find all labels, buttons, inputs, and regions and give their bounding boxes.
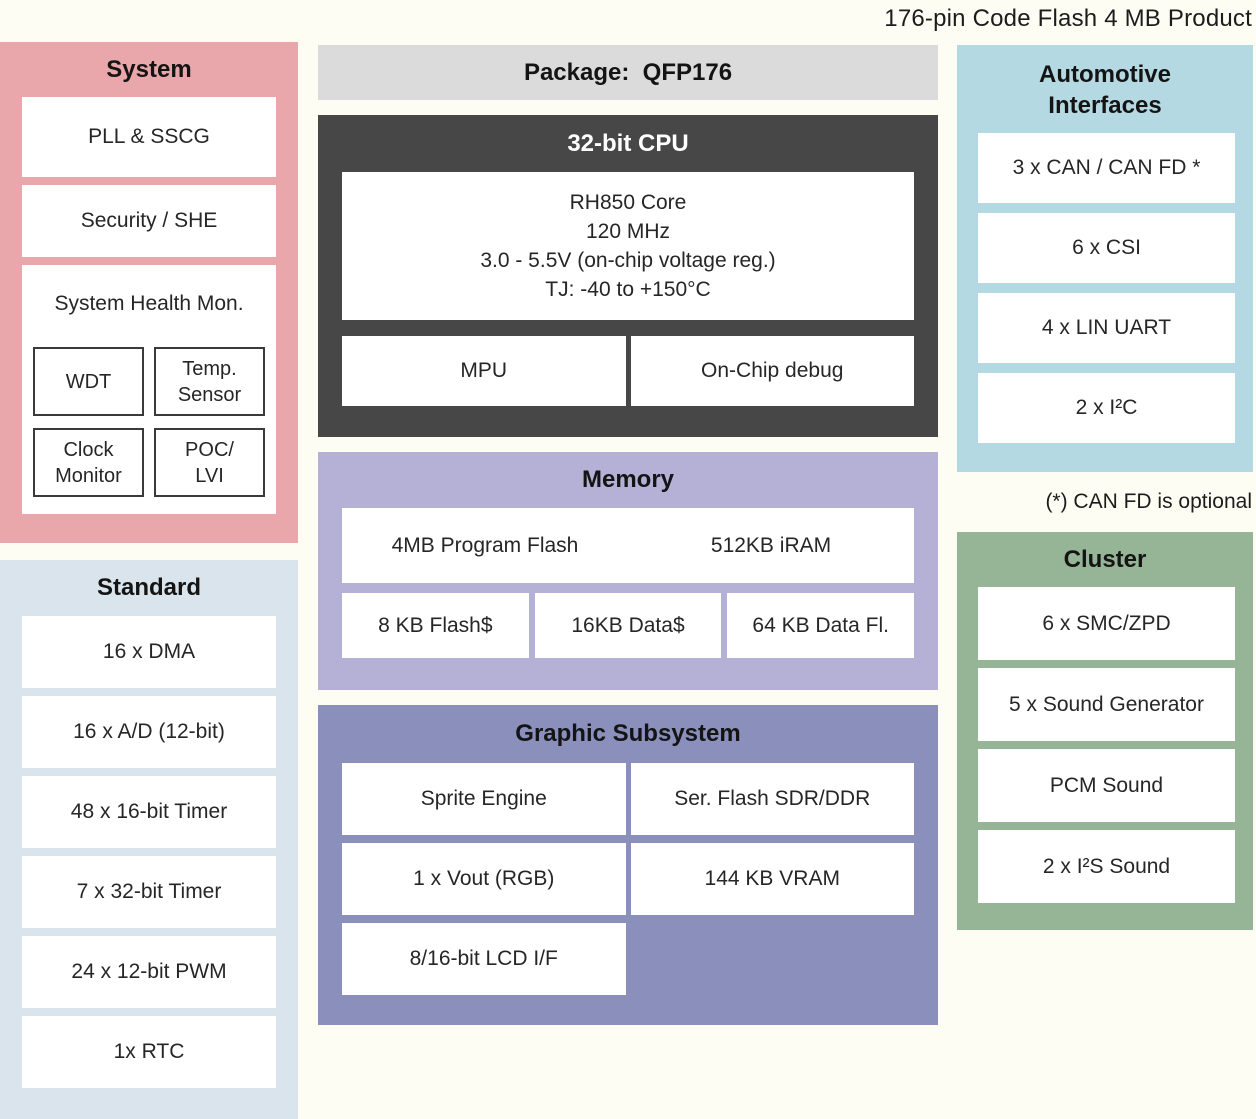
standard-item-32bit-timer: 7 x 32-bit Timer — [22, 856, 276, 928]
cpu-core-frequency: 120 MHz — [585, 220, 671, 243]
can-fd-footnote: (*) CAN FD is optional — [1045, 490, 1252, 513]
standard-item-pwm: 24 x 12-bit PWM — [22, 936, 276, 1008]
memory-cache-row: 8 KB Flash$ 16KB Data$ 64 KB Data Fl. — [342, 593, 915, 658]
memory-title: Memory — [581, 466, 675, 493]
cpu-onchip-debug-box: On-Chip debug — [630, 336, 914, 406]
health-cell-poc-lvi: POC/ LVI — [154, 428, 265, 497]
graphics-row-2: 1 x Vout (RGB) 144 KB VRAM — [342, 843, 914, 915]
standard-block: Standard 16 x DMA 16 x A/D (12-bit) 48 x… — [0, 560, 298, 1119]
graphics-vout: 1 x Vout (RGB) — [342, 843, 626, 915]
graphics-row-1: Sprite Engine Ser. Flash SDR/DDR — [342, 763, 914, 835]
automotive-title: Automotive Interfaces — [1039, 61, 1171, 119]
system-item-security-she: Security / SHE — [22, 185, 276, 257]
system-block: System PLL & SSCG Security / SHE System … — [0, 42, 298, 543]
graphics-sprite-engine: Sprite Engine — [342, 763, 626, 835]
system-health-grid: WDT Temp. Sensor Clock Monitor POC/ LVI — [33, 347, 265, 497]
cpu-core-box: RH850 Core 120 MHz 3.0 - 5.5V (on-chip v… — [342, 172, 914, 320]
automotive-can: 3 x CAN / CAN FD * — [978, 133, 1235, 203]
system-health-monitor-box: System Health Mon. WDT Temp. Sensor Cloc… — [22, 265, 276, 514]
memory-iram: 512KB iRAM — [710, 533, 832, 557]
package-bar: Package: QFP176 — [318, 45, 938, 100]
cpu-core-temperature: TJ: -40 to +150°C — [545, 278, 711, 301]
graphics-lcd-interface: 8/16-bit LCD I/F — [342, 923, 626, 995]
graphics-row-3: 8/16-bit LCD I/F — [342, 923, 914, 995]
automotive-csi: 6 x CSI — [978, 213, 1235, 283]
memory-program-flash: 4MB Program Flash — [391, 533, 579, 557]
health-cell-temp-sensor: Temp. Sensor — [154, 347, 265, 416]
standard-item-dma: 16 x DMA — [22, 616, 276, 688]
cpu-core-name: RH850 Core — [569, 191, 687, 214]
cluster-smc-zpd: 6 x SMC/ZPD — [978, 587, 1235, 660]
system-title: System — [106, 55, 192, 83]
cluster-i2s-sound: 2 x I²S Sound — [978, 830, 1235, 903]
memory-main-box: 4MB Program Flash 512KB iRAM — [342, 508, 914, 583]
memory-flash-cache: 8 KB Flash$ — [342, 593, 529, 658]
memory-block: Memory 4MB Program Flash 512KB iRAM 8 KB… — [318, 452, 938, 690]
memory-data-cache: 16KB Data$ — [534, 593, 722, 658]
system-health-label: System Health Mon. — [54, 292, 244, 315]
cpu-core-voltage: 3.0 - 5.5V (on-chip voltage reg.) — [480, 249, 776, 272]
graphics-serial-flash: Ser. Flash SDR/DDR — [630, 763, 914, 835]
standard-item-rtc: 1x RTC — [22, 1016, 276, 1088]
graphics-vram: 144 KB VRAM — [630, 843, 914, 915]
cpu-sub-row: MPU On-Chip debug — [342, 336, 914, 406]
health-cell-clock-monitor: Clock Monitor — [33, 428, 144, 497]
cluster-block: Cluster 6 x SMC/ZPD 5 x Sound Generator … — [957, 532, 1253, 930]
cluster-pcm-sound: PCM Sound — [978, 749, 1235, 822]
graphic-subsystem-block: Graphic Subsystem Sprite Engine Ser. Fla… — [318, 705, 938, 1025]
cluster-sound-generator: 5 x Sound Generator — [978, 668, 1235, 741]
cpu-block: 32-bit CPU RH850 Core 120 MHz 3.0 - 5.5V… — [318, 115, 938, 437]
graphic-subsystem-title: Graphic Subsystem — [515, 720, 741, 747]
memory-data-flash: 64 KB Data Fl. — [727, 593, 915, 658]
cpu-title: 32-bit CPU — [567, 129, 689, 157]
system-item-pll-sscg: PLL & SSCG — [22, 97, 276, 177]
standard-item-16bit-timer: 48 x 16-bit Timer — [22, 776, 276, 848]
cpu-mpu-box: MPU — [342, 336, 626, 406]
standard-title: Standard — [96, 574, 201, 601]
health-cell-wdt: WDT — [33, 347, 144, 416]
standard-item-adc: 16 x A/D (12-bit) — [22, 696, 276, 768]
automotive-i2c: 2 x I²C — [978, 373, 1235, 443]
automotive-interfaces-block: Automotive Interfaces 3 x CAN / CAN FD *… — [957, 45, 1253, 472]
cluster-title: Cluster — [1063, 545, 1147, 573]
product-title: 176-pin Code Flash 4 MB Product — [884, 5, 1252, 32]
automotive-lin-uart: 4 x LIN UART — [978, 293, 1235, 363]
